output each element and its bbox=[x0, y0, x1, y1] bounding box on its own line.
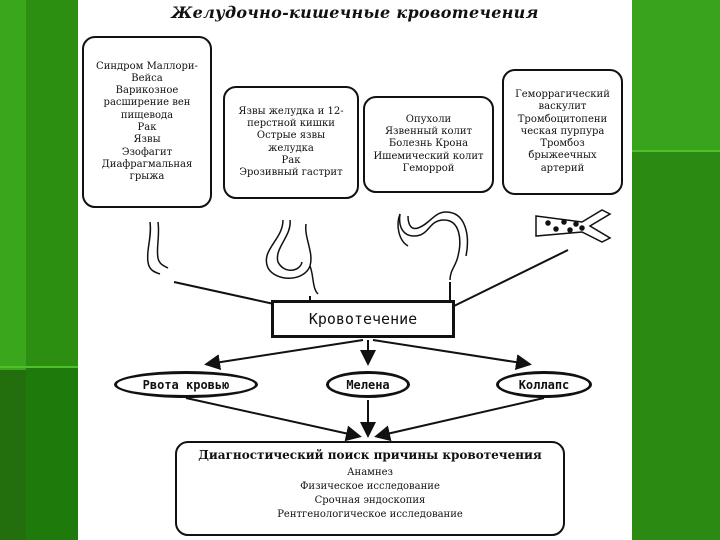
source-line: Язвенный колит bbox=[384, 126, 473, 138]
source-line: Острые язвы bbox=[256, 130, 326, 142]
source-line: пищевода bbox=[120, 109, 174, 121]
source-box-vascular: Геморрагический васкулит Тромбоцитопени … bbox=[502, 69, 623, 195]
diagnostic-step: Анамнез bbox=[346, 467, 393, 478]
source-line: Синдром Маллори- bbox=[96, 60, 198, 72]
esophagus-illustration bbox=[146, 221, 169, 275]
source-line: Язвы желудка и 12- bbox=[238, 105, 344, 117]
diagnostic-title: Диагностический поиск причины кровотечен… bbox=[198, 448, 542, 462]
background-line bbox=[632, 150, 720, 152]
source-line: ческая пурпура bbox=[520, 125, 605, 137]
background-line bbox=[0, 366, 78, 368]
manifestation-vomiting-blood: Рвота кровью bbox=[114, 371, 258, 398]
manifestation-collapse: Коллапс bbox=[496, 371, 592, 398]
source-line: Язвы bbox=[133, 134, 161, 146]
source-box-esophagus: Синдром Маллори- Вейса Варикозное расшир… bbox=[82, 36, 212, 208]
source-line: перстной кишки bbox=[247, 117, 335, 129]
colon-illustration bbox=[397, 211, 469, 281]
source-line: Рак bbox=[137, 122, 157, 133]
arrows bbox=[185, 339, 545, 442]
diagnostic-step: Срочная эндоскопия bbox=[314, 495, 426, 506]
source-line: брыжеечных bbox=[528, 150, 597, 162]
source-line: желудка bbox=[268, 142, 314, 154]
source-line: Геморрой bbox=[402, 162, 455, 174]
source-line: Диафрагмальная bbox=[101, 158, 193, 170]
source-line: Опухоли bbox=[405, 113, 452, 125]
source-line: грыжа bbox=[129, 171, 165, 183]
diagnostic-box: Диагностический поиск причины кровотечен… bbox=[175, 441, 565, 536]
source-line: васкулит bbox=[538, 101, 587, 113]
source-box-stomach: Язвы желудка и 12- перстной кишки Острые… bbox=[223, 86, 359, 199]
source-line: Тромбоз bbox=[540, 138, 585, 150]
connectors bbox=[146, 209, 612, 442]
stomach-illustration bbox=[265, 219, 319, 295]
source-box-colon: Опухоли Язвенный колит Болезнь Крона Ише… bbox=[363, 96, 494, 193]
slide: Желудочно-кишечные кровотечения bbox=[78, 0, 632, 540]
source-line: Рак bbox=[281, 154, 301, 166]
page-title: Желудочно-кишечные кровотечения bbox=[171, 3, 539, 22]
source-line: Варикозное bbox=[115, 85, 179, 97]
source-line: расширение вен bbox=[103, 97, 191, 109]
manifestation-melena: Мелена bbox=[326, 371, 410, 398]
vessel-illustration bbox=[535, 209, 612, 243]
connector-lines bbox=[173, 249, 569, 307]
source-line: Эрозивный гастрит bbox=[239, 167, 343, 179]
source-line: Болезнь Крона bbox=[388, 138, 469, 150]
source-line: артерий bbox=[540, 162, 585, 174]
background-band bbox=[632, 0, 720, 150]
background-band bbox=[632, 150, 720, 540]
diagnostic-step: Физическое исследование bbox=[300, 481, 440, 492]
source-line: Ишемический колит bbox=[373, 150, 484, 162]
source-line: Вейса bbox=[131, 72, 163, 84]
background-band bbox=[0, 370, 26, 540]
background-band bbox=[26, 366, 78, 540]
diagnostic-step: Рентгенологическое исследование bbox=[277, 509, 463, 520]
source-line: Геморрагический bbox=[515, 88, 610, 100]
background-band bbox=[0, 0, 26, 370]
source-line: Эзофагит bbox=[121, 146, 173, 158]
center-box-bleeding: Кровотечение bbox=[271, 300, 455, 338]
source-line: Тромбоцитопени bbox=[517, 113, 608, 125]
